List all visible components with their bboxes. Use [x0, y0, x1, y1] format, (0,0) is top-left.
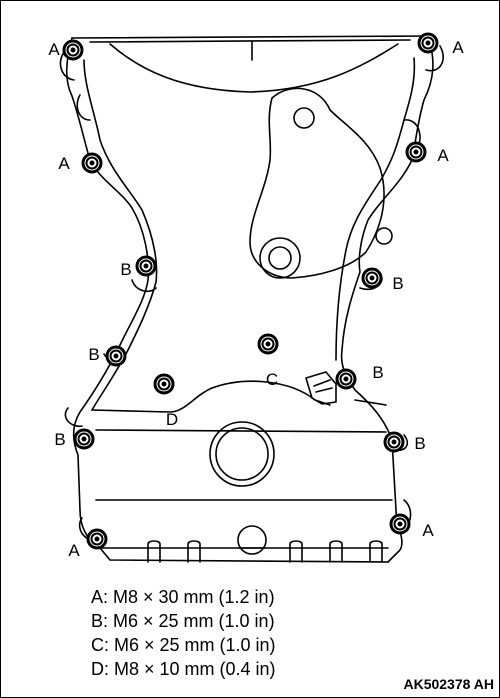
bolt-head	[335, 368, 357, 390]
bolt-label-d: D	[166, 410, 178, 429]
bolt-head	[86, 528, 108, 550]
figure-code: AK502378 AH	[403, 676, 494, 692]
bolt-head	[73, 428, 95, 450]
bolt-labels: A A A A B B B B B B A A C D	[48, 38, 464, 560]
legend-item-a: A: M8 × 30 mm (1.2 in)	[91, 587, 275, 607]
bolt-head	[361, 267, 383, 289]
bolt-label-b: B	[372, 363, 383, 382]
bolt-head	[105, 345, 127, 367]
bolt-label-a: A	[452, 38, 464, 57]
bolt-head	[257, 333, 279, 355]
bolt-label-a: A	[48, 40, 60, 59]
bolt-head	[405, 141, 427, 163]
lower-section-top	[91, 380, 331, 413]
bolt-label-a: A	[422, 521, 434, 540]
cover-top-inner	[89, 39, 411, 43]
bolt-label-b: B	[392, 274, 403, 293]
bolt-spec-legend: A: M8 × 30 mm (1.2 in) B: M6 × 25 mm (1.…	[91, 585, 276, 681]
bolt-label-b: B	[88, 345, 99, 364]
crankshaft-seal-inner	[215, 427, 269, 481]
sensor-body	[305, 371, 337, 405]
legend-item-b: B: M6 × 25 mm (1.0 in)	[91, 611, 275, 631]
legend-item-d: D: M8 × 10 mm (0.4 in)	[91, 659, 276, 679]
bolt-label-a: A	[68, 541, 80, 560]
pump-mount-plate	[249, 87, 385, 279]
cover-left-outline	[65, 37, 389, 563]
bolt-head	[81, 152, 103, 174]
bolt-label-b: B	[54, 430, 65, 449]
bolt-label-c: C	[266, 370, 278, 389]
bolt-head	[389, 513, 411, 535]
bolt-head	[62, 39, 84, 61]
cover-top-edge	[71, 35, 429, 39]
bolt-head	[383, 431, 405, 453]
bolt-head	[417, 32, 439, 54]
cover-right-inner	[335, 57, 416, 361]
bolt-label-a: A	[437, 146, 449, 165]
bolt-head	[153, 373, 175, 395]
bolt-label-a: A	[58, 154, 70, 173]
cover-top-rib	[109, 43, 399, 93]
bolt-group	[62, 32, 439, 550]
crankshaft-seal-outer	[209, 421, 275, 487]
cover-right-outline	[340, 35, 434, 563]
bolt-label-b: B	[414, 434, 425, 453]
bolt-label-b: B	[120, 260, 131, 279]
legend-item-c: C: M6 × 25 mm (1.0 in)	[91, 635, 276, 655]
bolt-head	[135, 255, 157, 277]
